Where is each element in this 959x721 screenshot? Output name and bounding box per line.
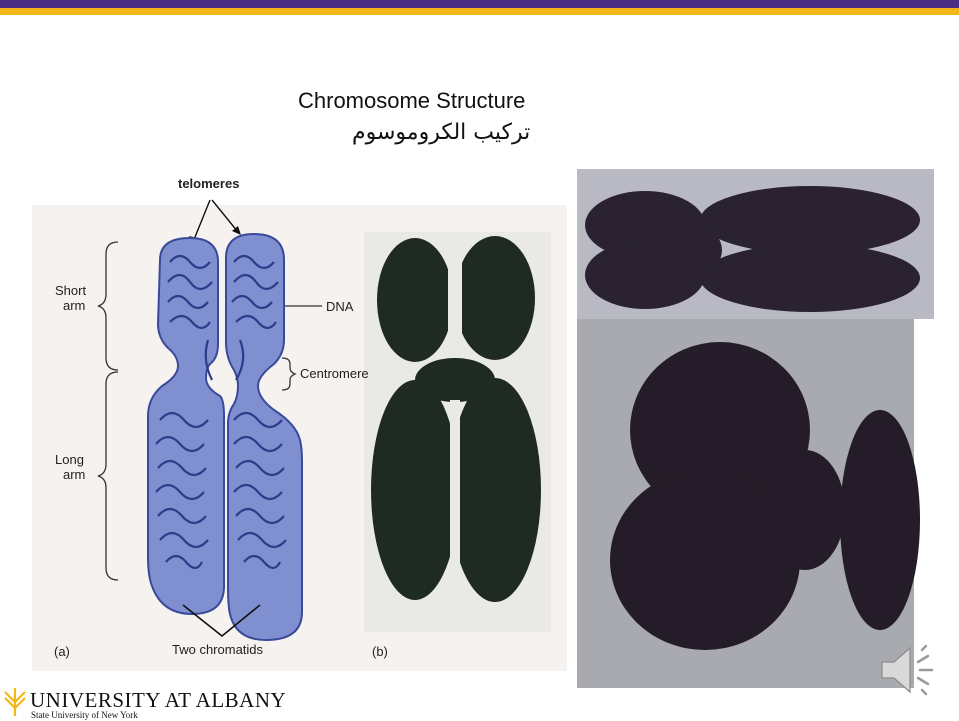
label-panel-b: (b): [372, 644, 388, 659]
dna-coils: [155, 254, 287, 570]
slide-title: Chromosome Structure: [298, 88, 526, 113]
telomere-arrow-right: [211, 199, 239, 233]
chromatid-right: [225, 232, 303, 642]
two-chromatids-pointer: [182, 604, 261, 638]
slide-subtitle-arabic: تركيب الكروموسوم: [352, 120, 531, 145]
label-long-arm-2: arm: [63, 467, 86, 482]
micrograph-b-chromosome: [371, 236, 541, 602]
label-panel-a: (a): [54, 644, 70, 659]
label-two-chromatids: Two chromatids: [172, 642, 264, 657]
header-bar-gold: [0, 8, 959, 15]
label-long-arm-1: Long: [55, 452, 84, 467]
speaker-icon[interactable]: [878, 640, 940, 700]
label-telomeres: telomeres: [178, 176, 240, 191]
label-short-arm-2: arm: [63, 298, 86, 313]
long-arm-brace: [97, 371, 119, 581]
centromere-brace: [281, 357, 297, 391]
label-short-arm-1: Short: [55, 283, 87, 298]
telomere-arrow-left: [192, 199, 211, 243]
university-logo-icon: [4, 688, 26, 716]
micrograph-bottom-chromosome: [610, 342, 920, 650]
label-centromere: Centromere: [300, 366, 369, 381]
header-bar-purple: [0, 0, 959, 8]
logo-subtitle: State University of New York: [31, 710, 138, 720]
label-dna: DNA: [326, 299, 354, 314]
micrograph-top-chromosome: [585, 186, 920, 312]
chromatid-left: [147, 236, 225, 616]
logo-wordmark: UNIVERSITY AT ALBANY: [30, 688, 287, 712]
short-arm-brace: [97, 241, 119, 371]
